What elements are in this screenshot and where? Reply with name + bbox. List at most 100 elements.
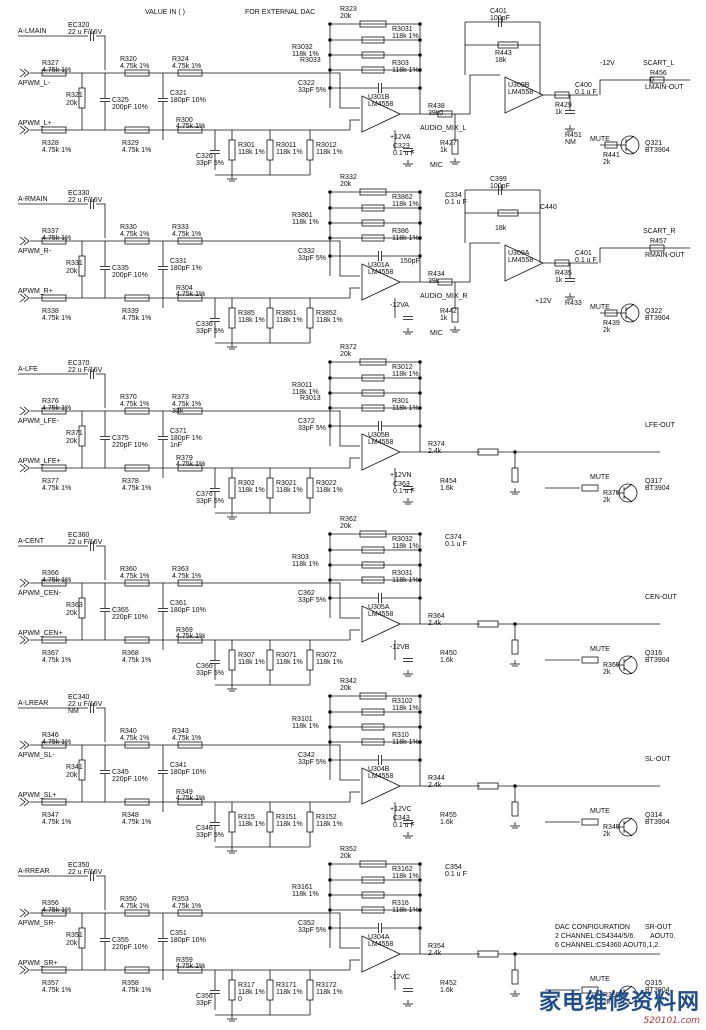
resistor (497, 41, 519, 49)
res-ref: R454 (440, 478, 457, 485)
cap-value: 33pF 5% (196, 498, 225, 505)
resistor (124, 407, 150, 415)
cap-value: 180pF 10% (170, 769, 206, 776)
res-value: 0 (650, 77, 654, 84)
junction-dot (418, 725, 422, 729)
connector-symbol (23, 68, 30, 78)
res-ref: R372 (340, 344, 357, 351)
res-ref: R455 (440, 812, 457, 819)
res-ref: R349 (176, 789, 193, 796)
junction-dot (418, 221, 422, 225)
resistor (124, 741, 150, 749)
input-cap-ref: EC320 (68, 22, 90, 29)
junction-dot (418, 908, 422, 912)
res-value: 4.75k 1% (176, 963, 206, 970)
cap-value: 33pF 5% (298, 255, 327, 262)
junction-dot (418, 376, 422, 380)
feedback-resistor (361, 906, 385, 914)
junction-dot (328, 926, 332, 930)
connector-symbol (23, 740, 30, 750)
resistor (497, 209, 519, 217)
res-value: 20k (340, 685, 352, 692)
res-value: 4.75k 1% (120, 401, 150, 408)
res-value: 118k 1% (316, 487, 343, 494)
resistor (266, 477, 274, 499)
res-value: 20k (66, 940, 78, 947)
res-ref: R369 (176, 627, 193, 634)
opamp-ref: U305B (368, 432, 390, 439)
cap-ref: C362 (298, 590, 315, 597)
resistor (228, 979, 236, 1001)
res-ref: R358 (122, 980, 139, 987)
res-ref: R434 (428, 271, 445, 278)
net-input-sr: A-RREAR (18, 868, 50, 875)
resistor (359, 530, 387, 538)
res-ref: R345 (603, 824, 620, 831)
feedback-resistor (361, 66, 385, 74)
cap-value: 0.1 u F (575, 257, 597, 264)
res-value: 118k 1% (292, 51, 319, 58)
net-pin-neg-sl: APWM_SL- (18, 752, 55, 759)
cap-value: 0.1 u F (393, 150, 415, 157)
res-value: 4.75k 1% (42, 739, 72, 746)
res-ref: R456 (650, 70, 667, 77)
res-value: 20k (66, 610, 78, 617)
dac-config-line1: 2 CHANNEL:CS4344/5/6. (555, 933, 636, 940)
resistor (581, 484, 599, 492)
res-ref: R354 (428, 943, 445, 950)
res-value: 20k (340, 523, 352, 530)
junction-dot (418, 548, 422, 552)
res-ref: R376 (42, 398, 59, 405)
net-pin-pos-main_l: APWM_L+ (18, 120, 52, 127)
res-value: 118k 1% (316, 659, 343, 666)
res-ref: R3033 (300, 57, 321, 64)
connector-symbol (19, 463, 26, 473)
resistor (177, 464, 203, 472)
res-ref: R427 (440, 140, 457, 147)
res-value: 118k 1% (238, 149, 265, 156)
cap-value: 33pF (196, 1000, 212, 1007)
connector-symbol (19, 236, 26, 246)
opamp-ref: U309A (508, 250, 530, 257)
resistor (477, 782, 499, 790)
net-output-lfe: LFE-OUT (645, 422, 675, 429)
cap-ref: C343 (393, 815, 410, 822)
resistor (554, 91, 570, 99)
opamp-ref: U301A (368, 262, 390, 269)
res-value: 1k (555, 277, 563, 284)
cap-value: 100pF (490, 183, 510, 190)
res-value: 118k 1% (292, 219, 319, 226)
res-ref: R371 (66, 430, 83, 437)
res-ref: R344 (428, 775, 445, 782)
junction-dot (328, 68, 332, 72)
res-ref: R441 (603, 152, 620, 159)
opamp-main_r (361, 263, 401, 301)
junction-dot (328, 578, 332, 582)
connector-symbol (23, 797, 30, 807)
junction-dot (418, 190, 422, 194)
net-input-main_l: A-LMAIN (18, 28, 47, 35)
junction-dot (328, 376, 332, 380)
net-mic: MIC (430, 330, 443, 337)
cap-value: 0.1 u F (575, 89, 597, 96)
cap-value: 33pF 5% (298, 927, 327, 934)
resistor (306, 649, 314, 671)
res-ref: R3011 (276, 142, 297, 149)
res-ref: R3161 (292, 884, 313, 891)
connector-symbol (19, 908, 26, 918)
res-ref: R433 (565, 300, 582, 307)
res-ref: R340 (120, 728, 137, 735)
res-value: 118k 1% (238, 487, 265, 494)
res-ref: R365 (603, 662, 620, 669)
res-value: 2k (603, 999, 611, 1006)
cap-ref: C322 (298, 80, 315, 87)
input-cap-ref: EC330 (68, 190, 90, 197)
res-value: 118k 1% (392, 33, 419, 40)
res-ref: R363 (172, 566, 189, 573)
res-value: 4.75k 1% (42, 577, 72, 584)
res-value: 118k 1% (238, 989, 265, 996)
wire (96, 35, 106, 70)
feedback-resistor (361, 708, 385, 716)
transistor-type: BT3904 (645, 657, 670, 664)
opamp-type: LM4558 (368, 439, 394, 446)
